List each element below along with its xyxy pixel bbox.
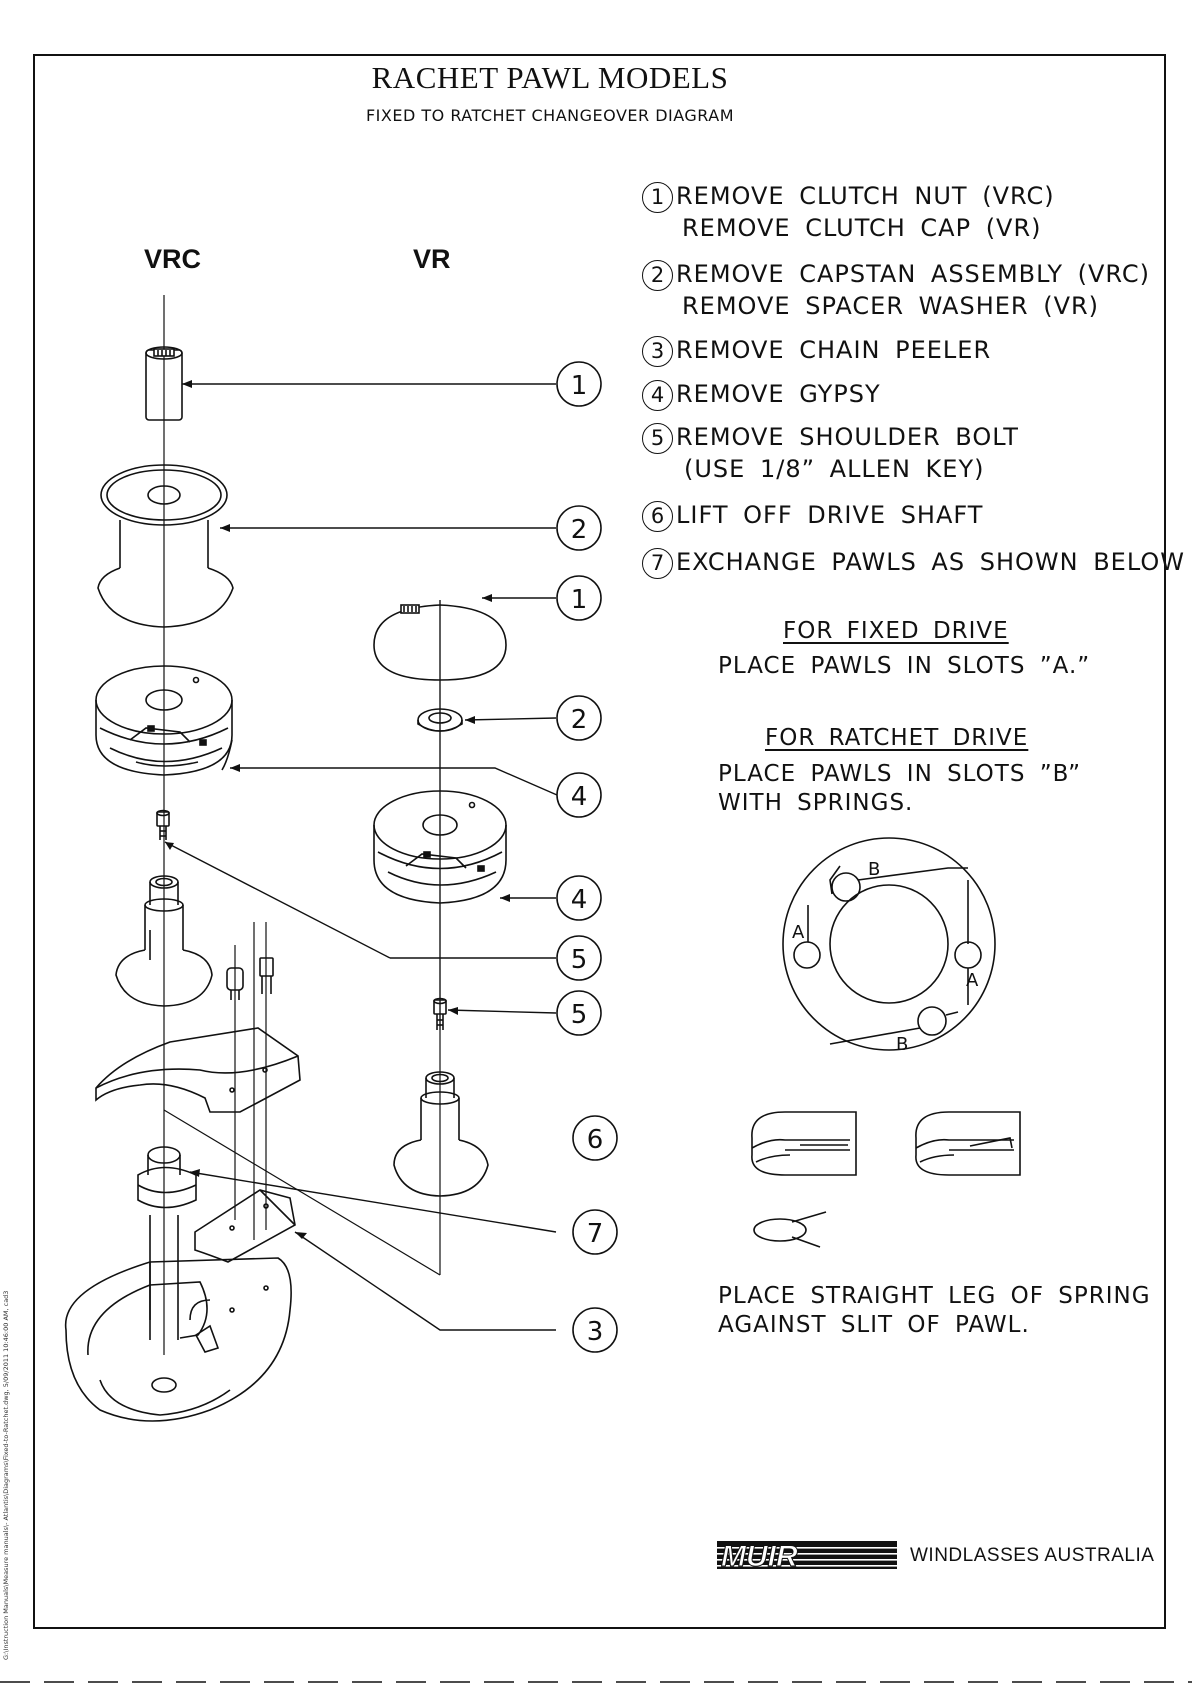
vrc-shoulder-bolt-part bbox=[156, 809, 170, 840]
svg-text:2: 2 bbox=[571, 515, 588, 545]
svg-text:6: 6 bbox=[587, 1125, 604, 1155]
step-text: EXCHANGE PAWLS AS SHOWN BELOW bbox=[676, 548, 1185, 576]
page-title: RACHET PAWL MODELS bbox=[371, 60, 729, 95]
svg-text:5: 5 bbox=[571, 1000, 588, 1030]
callout-vr-1: 1 bbox=[556, 575, 602, 621]
vrc-chain-peeler-part bbox=[95, 1027, 301, 1113]
svg-text:4: 4 bbox=[571, 782, 588, 812]
leader-lines bbox=[164, 383, 558, 1331]
spring-part bbox=[753, 1211, 827, 1248]
vr-shoulder-bolt-part bbox=[433, 997, 447, 1030]
ratchet-drive-text: PLACE PAWLS IN SLOTS ”B” WITH SPRINGS. bbox=[718, 760, 1081, 818]
callout-vrc-5: 5 bbox=[556, 935, 602, 981]
spring-note-line-2: AGAINST SLIT OF PAWL. bbox=[718, 1312, 1030, 1338]
callout-vr-4: 4 bbox=[556, 875, 602, 921]
callouts: 1 2 1 2 4 4 5 5 6 7 3 bbox=[556, 361, 618, 1353]
logo-text: MUIR bbox=[721, 1540, 798, 1571]
step-text: REMOVE GYPSY bbox=[676, 380, 881, 408]
spring-note: PLACE STRAIGHT LEG OF SPRING AGAINST SLI… bbox=[718, 1282, 1151, 1340]
vrc-pawl-plate-part bbox=[194, 1189, 296, 1263]
vrc-gypsy-part bbox=[95, 665, 233, 776]
step-text: REMOVE CLUTCH NUT (VRC) bbox=[676, 182, 1055, 210]
svg-text:1: 1 bbox=[571, 585, 588, 615]
page-subtitle: FIXED TO RATCHET CHANGEOVER DIAGRAM bbox=[365, 106, 735, 125]
svg-text:3: 3 bbox=[587, 1317, 604, 1347]
step-number: 3 bbox=[642, 335, 673, 367]
vrc-pawl-holder-part bbox=[137, 1146, 197, 1340]
step-number: 5 bbox=[642, 422, 673, 454]
callout-vrc-4: 4 bbox=[556, 772, 602, 818]
step-text: REMOVE SHOULDER BOLT bbox=[676, 423, 1019, 451]
slot-diagram: B A A B bbox=[782, 837, 996, 1055]
step-number: 6 bbox=[642, 500, 673, 532]
step-text: REMOVE CHAIN PEELER bbox=[676, 336, 992, 364]
step-number: 7 bbox=[642, 547, 673, 579]
model-label-vr: VR bbox=[413, 244, 451, 274]
slot-label-b-bottom: B bbox=[896, 1034, 908, 1055]
muir-logo: MUIR bbox=[717, 1540, 897, 1571]
vrc-drive-shaft-part bbox=[115, 875, 213, 1007]
vrc-base-part bbox=[64, 1257, 292, 1422]
leader-arrowheads bbox=[165, 380, 510, 1239]
step-number: 4 bbox=[642, 379, 673, 411]
vr-clutch-cap-part bbox=[373, 604, 507, 681]
vrc-capstan-part bbox=[97, 464, 234, 628]
drawing-frame bbox=[33, 54, 1166, 1629]
step-text-2: (USE 1/8” ALLEN KEY) bbox=[684, 454, 985, 483]
step-text-2: REMOVE SPACER WASHER (VR) bbox=[682, 291, 1100, 320]
callout-vr-5: 5 bbox=[556, 990, 602, 1036]
callout-7: 7 bbox=[572, 1209, 618, 1255]
callout-vrc-1: 1 bbox=[556, 361, 602, 407]
vrc-diagonal-leader bbox=[163, 1109, 441, 1276]
company-name: WINDLASSES AUSTRALIA bbox=[910, 1545, 1155, 1566]
svg-text:5: 5 bbox=[571, 945, 588, 975]
fixed-drive-text: PLACE PAWLS IN SLOTS ”A.” bbox=[718, 653, 1091, 679]
model-label-vrc: VRC bbox=[144, 244, 202, 274]
pawl-fixed bbox=[751, 1111, 857, 1176]
step-text: REMOVE CAPSTAN ASSEMBLY (VRC) bbox=[676, 260, 1150, 288]
svg-text:7: 7 bbox=[587, 1219, 604, 1249]
vr-gypsy-part bbox=[373, 790, 507, 904]
slot-label-a-right: A bbox=[966, 970, 979, 991]
callout-3: 3 bbox=[572, 1307, 618, 1353]
slot-label-b-top: B bbox=[868, 859, 880, 880]
ratchet-drive-line-2: WITH SPRINGS. bbox=[718, 790, 914, 816]
step-text-2: REMOVE CLUTCH CAP (VR) bbox=[682, 213, 1042, 242]
svg-text:4: 4 bbox=[571, 885, 588, 915]
svg-text:1: 1 bbox=[571, 371, 588, 401]
vr-spacer-washer-part bbox=[417, 708, 463, 732]
vr-drive-shaft-part bbox=[393, 1071, 489, 1197]
callout-vr-2: 2 bbox=[556, 695, 602, 741]
vrc-clutch-nut-part bbox=[145, 346, 183, 421]
pawl-ratchet bbox=[915, 1111, 1021, 1176]
step-number: 1 bbox=[642, 181, 673, 213]
step-text: LIFT OFF DRIVE SHAFT bbox=[676, 501, 984, 529]
fixed-drive-heading: FOR FIXED DRIVE bbox=[783, 618, 1009, 644]
ratchet-drive-heading: FOR RATCHET DRIVE bbox=[765, 725, 1029, 751]
vrc-pawl-bolts bbox=[226, 922, 274, 1240]
callout-vrc-2: 2 bbox=[556, 505, 602, 551]
spring-note-line-1: PLACE STRAIGHT LEG OF SPRING bbox=[718, 1283, 1151, 1309]
step-number: 2 bbox=[642, 259, 673, 291]
svg-text:2: 2 bbox=[571, 705, 588, 735]
callout-6: 6 bbox=[572, 1115, 618, 1161]
slot-label-a-left: A bbox=[792, 922, 805, 943]
ratchet-drive-line-1: PLACE PAWLS IN SLOTS ”B” bbox=[718, 761, 1082, 787]
